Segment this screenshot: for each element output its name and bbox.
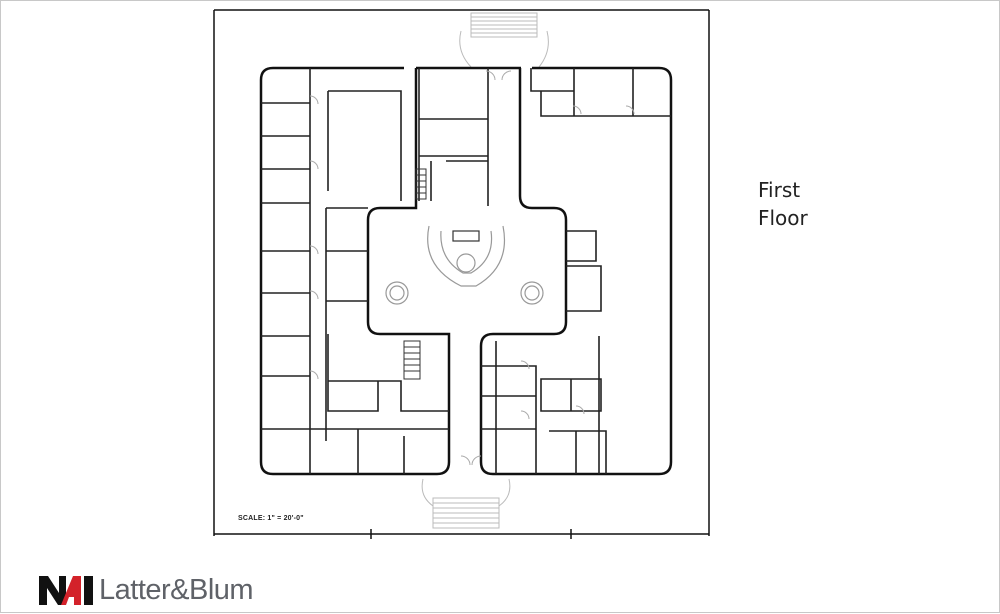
logo-wordmark: Latter&Blum bbox=[99, 574, 254, 606]
scale-note: SCALE: 1" = 20'-0" bbox=[238, 515, 304, 522]
door-swings bbox=[309, 70, 635, 466]
lobby-reception-desk bbox=[385, 225, 544, 305]
floor-title-line-2: Floor bbox=[758, 206, 808, 230]
nai-logo-mark-icon bbox=[39, 576, 93, 605]
interior-stairs bbox=[403, 168, 427, 380]
nai-latter-blum-logo: Latter&Blum bbox=[39, 571, 254, 606]
drawing-frame bbox=[213, 9, 710, 539]
entrance-stairs-south bbox=[421, 478, 511, 529]
floor-title-line-1: First bbox=[758, 178, 801, 202]
floor-title: First Floor bbox=[758, 176, 808, 232]
exterior-walls bbox=[259, 66, 673, 476]
entrance-stairs-north bbox=[459, 12, 549, 68]
interior-walls bbox=[261, 68, 671, 474]
